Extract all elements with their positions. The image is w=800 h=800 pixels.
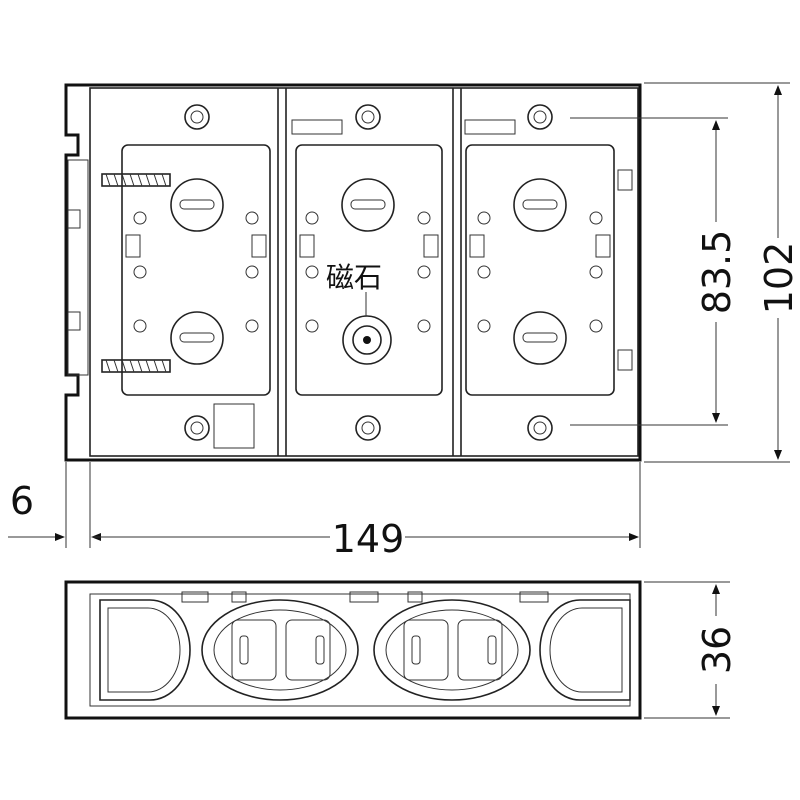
screw-hole-icon — [355, 104, 381, 130]
knockout-icon — [341, 178, 395, 232]
dim-width-label: 149 — [332, 517, 405, 561]
knockout-icon — [513, 311, 567, 365]
dim-offset-label: 6 — [10, 479, 34, 523]
magnet-label: 磁石 — [326, 261, 382, 294]
screw-hole-icon — [527, 415, 553, 441]
screw-hole-icon — [184, 104, 210, 130]
dimensions: 149 6 102 83.5 — [8, 82, 800, 561]
mounting-screw-icon — [101, 173, 171, 187]
gang-3-frame — [465, 144, 615, 396]
cable-clamp-left — [99, 599, 191, 701]
cable-clamp-right — [539, 599, 631, 701]
left-rail — [67, 159, 89, 376]
inner-wall — [89, 87, 639, 457]
gang-2 — [291, 104, 516, 441]
side-view: 36 — [64, 580, 739, 720]
oval-knockout-icon — [201, 599, 359, 701]
knockout-icon — [170, 178, 224, 232]
top-view — [64, 83, 642, 462]
gang-2-frame — [295, 144, 443, 396]
gang-1 — [101, 104, 271, 441]
screw-hole-icon — [184, 415, 210, 441]
screw-hole-icon — [527, 104, 553, 130]
knockout-icon — [513, 178, 567, 232]
gang-3 — [465, 104, 633, 441]
screw-hole-icon — [355, 415, 381, 441]
gang-1-frame — [121, 144, 271, 396]
side-view-outline — [64, 580, 642, 720]
dim-inner-height-label: 83.5 — [695, 230, 739, 315]
mounting-screw-icon — [101, 359, 171, 373]
oval-knockout-icon — [373, 599, 531, 701]
dim-depth-label: 36 — [695, 626, 739, 674]
magnet-icon — [342, 315, 392, 365]
knockout-icon — [170, 311, 224, 365]
dim-height-label: 102 — [757, 242, 800, 315]
